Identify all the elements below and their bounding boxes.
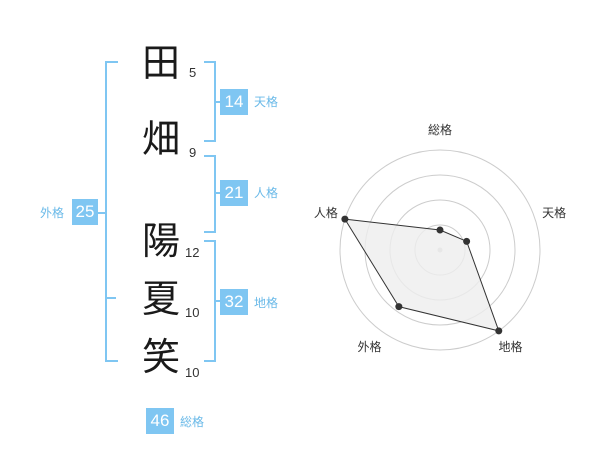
name-char-5: 笑 <box>142 335 181 379</box>
gaikaku-badge: 25 <box>72 199 98 225</box>
radar-point-3 <box>495 327 503 335</box>
radar-axis-label-5: 人格 <box>314 205 338 220</box>
soukaku-label: 総格 <box>180 415 205 429</box>
radar-axis-label-4: 外格 <box>357 339 381 354</box>
tenkaku-connector <box>214 101 220 103</box>
jinkaku-label: 人格 <box>254 186 279 200</box>
jinkaku-connector <box>214 192 220 194</box>
name-char-1: 田 <box>142 41 181 85</box>
stroke-count-3: 12 <box>185 245 200 260</box>
name-char-3: 陽 <box>142 219 181 263</box>
chikaku-badge: 32 <box>220 289 248 315</box>
radar-ring <box>339 149 541 351</box>
stroke-count-1: 5 <box>189 65 197 80</box>
radar-data-polygon <box>343 218 500 332</box>
jinkaku-bracket <box>204 155 216 233</box>
name-char-2: 畑 <box>142 117 181 161</box>
radar-point-4 <box>395 303 403 311</box>
chikaku-connector <box>214 300 220 302</box>
radar-axis-label-2: 天格 <box>542 205 566 220</box>
stroke-count-5: 10 <box>185 365 200 380</box>
name-char-4: 夏 <box>142 277 181 321</box>
radar-point-2 <box>463 237 471 245</box>
radar-axis-label-3: 地格 <box>499 339 523 354</box>
tenkaku-badge: 14 <box>220 89 248 115</box>
gaikaku-bracket <box>105 61 118 362</box>
radar-data-points <box>341 215 503 335</box>
jinkaku-badge: 21 <box>220 180 248 206</box>
stroke-count-2: 9 <box>189 145 197 160</box>
soukaku-badge: 46 <box>146 408 174 434</box>
radar-axis-label-1: 総格 <box>428 122 452 137</box>
tenkaku-label: 天格 <box>254 95 279 109</box>
radar-point-1 <box>436 226 444 234</box>
stroke-count-4: 10 <box>185 305 200 320</box>
gaikaku-label: 外格 <box>40 206 65 220</box>
gaikaku-connector <box>98 212 105 214</box>
chikaku-label: 地格 <box>254 296 279 310</box>
radar-point-5 <box>341 215 349 223</box>
gaikaku-bracket-split <box>105 297 116 299</box>
